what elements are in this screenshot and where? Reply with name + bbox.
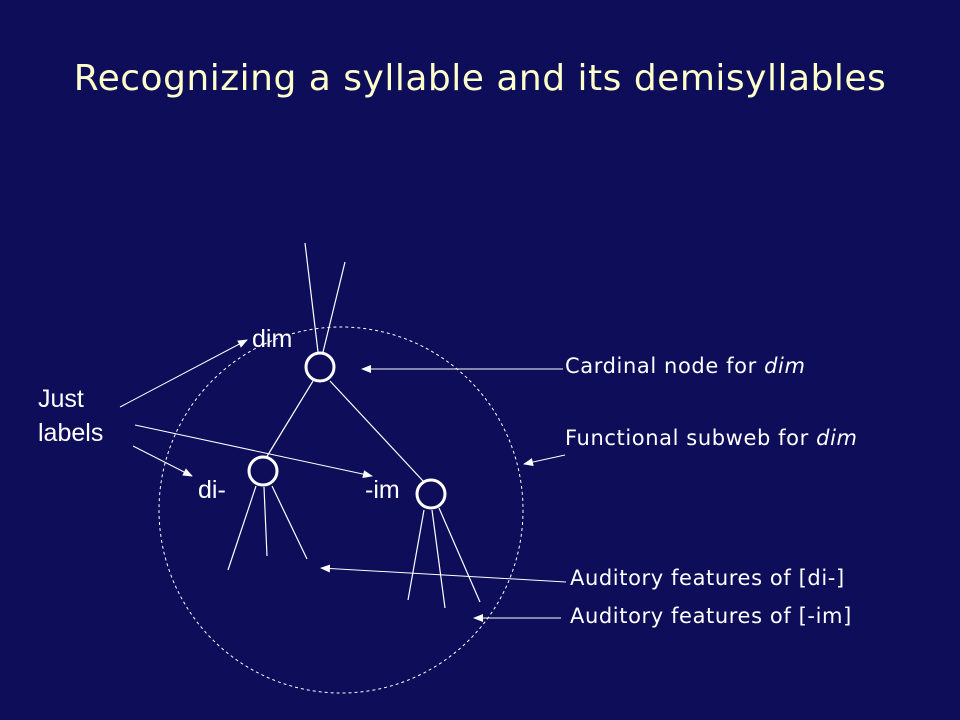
auditory-features-im: Auditory features of [-im]	[570, 604, 852, 628]
cardinal-node-word: dim	[764, 354, 806, 378]
just-labels-line1: Just	[38, 385, 84, 413]
label-arrow-to-im	[134, 424, 373, 479]
label-arrow-to-dim	[119, 339, 248, 408]
upper-connection-line	[322, 261, 346, 353]
label-dim: dim	[252, 325, 293, 353]
label-di: di-	[198, 476, 226, 504]
cardinal-node-prefix: Cardinal node for	[565, 354, 765, 378]
feature-line-di	[263, 486, 268, 557]
feature-line-im	[407, 509, 425, 601]
just-labels-line2: labels	[38, 419, 104, 447]
upper-connection-line	[304, 242, 319, 353]
functional-subweb-circle	[158, 326, 524, 694]
label-arrow-to-di	[132, 445, 193, 477]
feature-line-di	[271, 485, 308, 560]
feature-line-im	[438, 507, 481, 603]
functional-subweb-annotation: Functional subweb for dim	[565, 426, 858, 451]
node-di	[247, 455, 279, 487]
just-labels-text: Just labels	[38, 382, 103, 450]
functional-subweb-arrow	[523, 454, 566, 466]
auditory-features-di: Auditory features of [di-]	[570, 566, 845, 590]
functional-subweb-prefix: Functional subweb for	[565, 426, 817, 450]
cardinal-node-dim	[304, 351, 336, 383]
label-im: -im	[365, 476, 400, 504]
tree-edge-dim-to-di	[265, 380, 314, 459]
tree-edge-dim-to-im	[329, 380, 425, 483]
functional-subweb-word: dim	[816, 426, 858, 450]
cardinal-node-annotation: Cardinal node for dim	[565, 354, 806, 379]
auditory-di-arrow	[320, 564, 567, 583]
node-im	[415, 478, 447, 510]
feature-line-di	[227, 485, 257, 571]
feature-line-im	[431, 509, 446, 609]
slide-title: Recognizing a syllable and its demisylla…	[73, 58, 887, 99]
